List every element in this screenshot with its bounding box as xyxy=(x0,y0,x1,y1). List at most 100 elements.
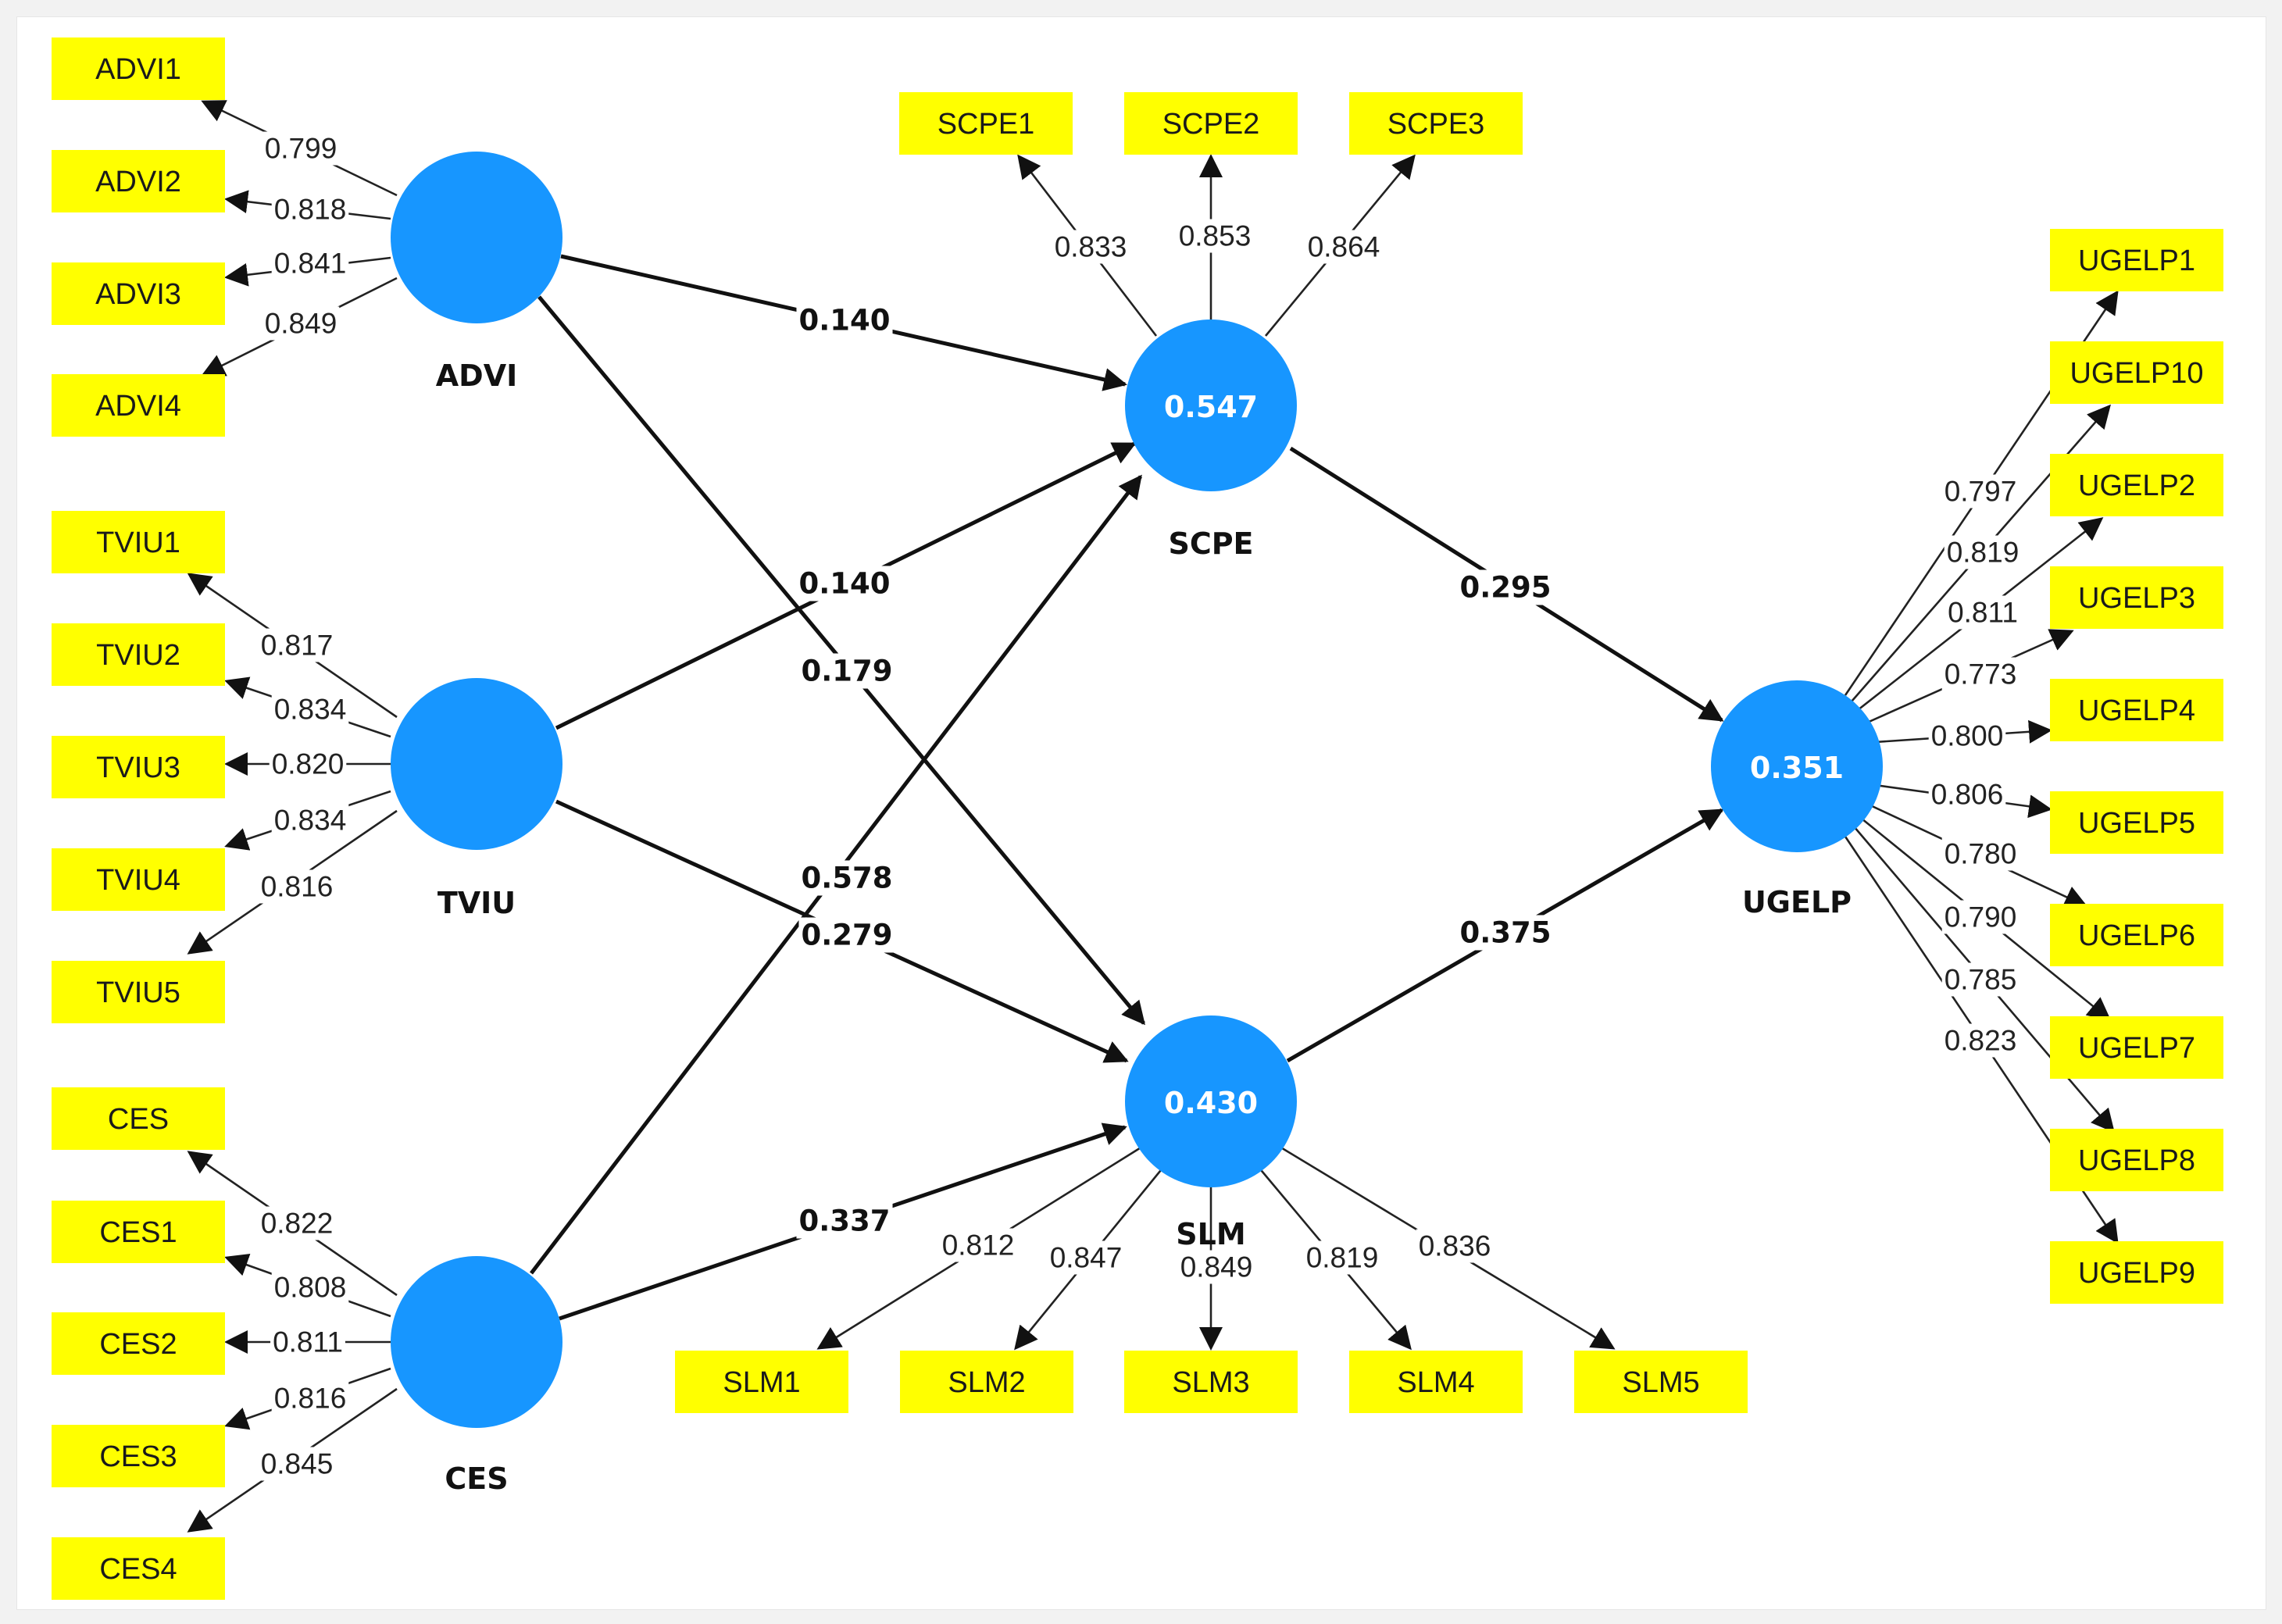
indicator-label-ugelp3: UGELP3 xyxy=(2078,582,2195,615)
indicator-label-advi3: ADVI3 xyxy=(95,278,181,311)
path-coefficient-tviu-to-slm-group: 0.279 xyxy=(798,917,895,953)
loading-value-advi1: 0.799 xyxy=(265,133,337,165)
indicator-boxes: ADVI1ADVI2ADVI3ADVI4TVIU1TVIU2TVIU3TVIU4… xyxy=(52,37,2223,1600)
indicator-label-ugelp10: UGELP10 xyxy=(2070,357,2203,390)
indicator-box-ugelp3 xyxy=(2050,566,2223,629)
indicator-ugelp10[interactable]: UGELP10 xyxy=(2050,341,2223,404)
indicator-box-slm3 xyxy=(1124,1351,1298,1413)
loading-value-ces2: 0.811 xyxy=(273,1326,343,1358)
loading-value-ugelp5-background xyxy=(1928,777,2006,812)
indicator-slm2[interactable]: SLM2 xyxy=(900,1351,1073,1413)
indicator-advi4[interactable]: ADVI4 xyxy=(52,374,225,437)
indicator-label-ugelp6: UGELP6 xyxy=(2078,919,2195,952)
indicator-ugelp4[interactable]: UGELP4 xyxy=(2050,679,2223,741)
indicator-box-ugelp2 xyxy=(2050,454,2223,516)
loading-value-ugelp2-group: 0.811 xyxy=(1945,595,2020,630)
loading-value-tviu3-group: 0.820 xyxy=(269,747,347,781)
loading-value-ces1: 0.808 xyxy=(274,1272,347,1304)
indicator-tviu5[interactable]: TVIU5 xyxy=(52,961,225,1023)
loading-value-ugelp4-background xyxy=(1928,719,2006,753)
indicator-label-scpe3: SCPE3 xyxy=(1387,108,1485,141)
indicator-ugelp8[interactable]: UGELP8 xyxy=(2050,1129,2223,1191)
indicator-scpe1[interactable]: SCPE1 xyxy=(899,92,1073,155)
construct-ces[interactable]: CES xyxy=(391,1256,562,1496)
indicator-scpe3[interactable]: SCPE3 xyxy=(1349,92,1523,155)
indicator-ugelp7[interactable]: UGELP7 xyxy=(2050,1016,2223,1079)
loading-value-scpe3-group: 0.864 xyxy=(1305,230,1383,264)
loading-value-ugelp2-background xyxy=(1945,595,2020,630)
construct-circle-slm xyxy=(1125,1015,1297,1187)
path-coefficient-advi-to-scpe-group: 0.140 xyxy=(796,302,893,338)
indicator-ces2[interactable]: CES2 xyxy=(52,1312,225,1375)
path-coefficient-advi-to-slm: 0.179 xyxy=(801,655,892,688)
indicator-tviu1[interactable]: TVIU1 xyxy=(52,511,225,573)
loading-value-ces3-background xyxy=(271,1381,349,1415)
indicator-box-tviu1 xyxy=(52,511,225,573)
indicator-ugelp3[interactable]: UGELP3 xyxy=(2050,566,2223,629)
loading-value-advi1-background xyxy=(262,131,340,166)
loading-value-ugelp7: 0.790 xyxy=(1945,901,2017,933)
indicator-ces1[interactable]: CES1 xyxy=(52,1201,225,1263)
loading-value-ugelp8-group: 0.785 xyxy=(1941,962,2020,997)
indicator-box-ugelp10 xyxy=(2050,341,2223,404)
indicator-tviu2[interactable]: TVIU2 xyxy=(52,623,225,686)
loading-value-ugelp6: 0.780 xyxy=(1945,838,2017,870)
indicator-label-slm1: SLM1 xyxy=(723,1366,800,1399)
indicator-ugelp9[interactable]: UGELP9 xyxy=(2050,1241,2223,1304)
construct-circle-scpe xyxy=(1125,319,1297,491)
indicator-scpe2[interactable]: SCPE2 xyxy=(1124,92,1298,155)
loading-value-advi4: 0.849 xyxy=(265,308,337,340)
indicator-label-advi4: ADVI4 xyxy=(95,390,181,423)
loading-value-ces: 0.822 xyxy=(261,1208,334,1240)
path-coefficient-ces-to-slm-background xyxy=(796,1203,893,1239)
construct-label-advi: ADVI xyxy=(436,359,518,393)
indicator-slm4[interactable]: SLM4 xyxy=(1349,1351,1523,1413)
indicator-ugelp2[interactable]: UGELP2 xyxy=(2050,454,2223,516)
indicator-box-ugelp9 xyxy=(2050,1241,2223,1304)
indicator-label-ces4: CES4 xyxy=(99,1553,177,1586)
loading-value-ugelp4: 0.800 xyxy=(1931,720,2004,752)
indicator-box-slm4 xyxy=(1349,1351,1523,1413)
indicator-ces3[interactable]: CES3 xyxy=(52,1425,225,1487)
loading-value-advi3: 0.841 xyxy=(274,248,347,280)
indicator-slm5[interactable]: SLM5 xyxy=(1574,1351,1748,1413)
indicator-label-ugelp7: UGELP7 xyxy=(2078,1032,2195,1065)
path-coefficient-tviu-to-slm-background xyxy=(798,917,895,953)
loading-value-slm4-background xyxy=(1303,1240,1381,1275)
construct-tviu[interactable]: TVIU xyxy=(391,678,562,920)
loading-value-ugelp6-background xyxy=(1941,837,2020,871)
indicator-label-ces2: CES2 xyxy=(99,1328,177,1361)
loading-value-ugelp9-group: 0.823 xyxy=(1941,1023,2020,1058)
loading-value-ugelp1-background xyxy=(1941,474,2020,509)
indicator-advi1[interactable]: ADVI1 xyxy=(52,37,225,100)
indicator-advi2[interactable]: ADVI2 xyxy=(52,150,225,212)
indicator-ces[interactable]: CES xyxy=(52,1087,225,1150)
indicator-slm3[interactable]: SLM3 xyxy=(1124,1351,1298,1413)
loading-value-tviu2-group: 0.834 xyxy=(271,692,349,726)
path-coefficient-ces-to-slm: 0.337 xyxy=(798,1205,890,1238)
indicator-advi3[interactable]: ADVI3 xyxy=(52,262,225,325)
indicator-box-ces4 xyxy=(52,1537,225,1600)
indicator-box-ces xyxy=(52,1087,225,1150)
loading-value-slm4: 0.819 xyxy=(1306,1242,1379,1274)
indicator-box-scpe3 xyxy=(1349,92,1523,155)
indicator-tviu4[interactable]: TVIU4 xyxy=(52,848,225,911)
indicator-box-ces2 xyxy=(52,1312,225,1375)
indicator-ces4[interactable]: CES4 xyxy=(52,1537,225,1600)
loading-value-slm2-group: 0.847 xyxy=(1047,1240,1125,1275)
indicator-ugelp5[interactable]: UGELP5 xyxy=(2050,791,2223,854)
indicator-label-slm3: SLM3 xyxy=(1172,1366,1249,1399)
indicator-tviu3[interactable]: TVIU3 xyxy=(52,736,225,798)
loading-value-slm2: 0.847 xyxy=(1050,1242,1123,1274)
construct-advi[interactable]: ADVI xyxy=(391,152,562,393)
construct-label-ces: CES xyxy=(445,1462,508,1496)
indicator-ugelp1[interactable]: UGELP1 xyxy=(2050,229,2223,291)
indicator-ugelp6[interactable]: UGELP6 xyxy=(2050,904,2223,966)
loading-value-ugelp8: 0.785 xyxy=(1945,964,2017,996)
indicator-slm1[interactable]: SLM1 xyxy=(675,1351,848,1413)
loading-value-tviu3: 0.820 xyxy=(272,748,345,780)
construct-label-ugelp: UGELP xyxy=(1742,885,1852,919)
